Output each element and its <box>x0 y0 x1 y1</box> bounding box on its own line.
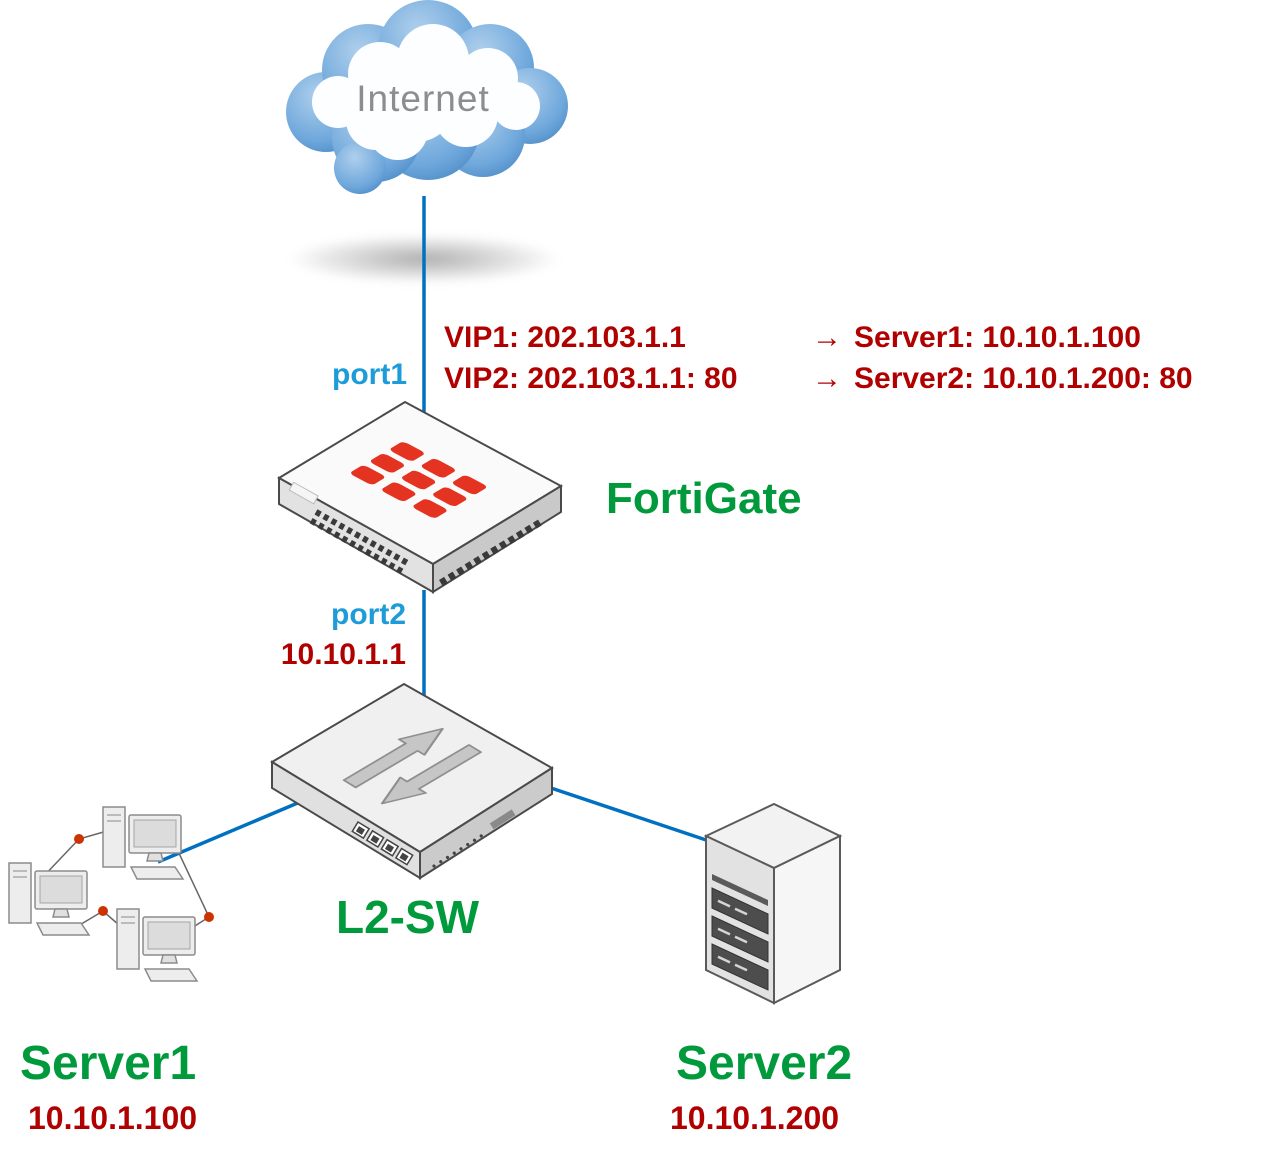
fortigate-label: FortiGate <box>606 474 802 523</box>
switch-leds <box>432 809 516 868</box>
server1-cluster <box>8 806 214 982</box>
workstation <box>116 908 199 982</box>
internet-label: Internet <box>356 78 490 119</box>
link-switch-server2 <box>544 784 725 848</box>
fortigate-ports <box>439 519 542 586</box>
vip2-target: → Server2: 10.10.1.200: 80 <box>812 359 1193 398</box>
cluster-link-nodes <box>74 834 214 922</box>
switch-label: L2-SW <box>336 891 480 943</box>
switch-side-face <box>419 766 553 880</box>
port2-label: port2 <box>331 598 406 631</box>
switch-top-face <box>270 682 554 854</box>
fortigate-device <box>277 400 564 594</box>
server2-ip: 10.10.1.200 <box>670 1100 840 1136</box>
vip-mapping: VIP1: 202.103.1.1 → Server1: 10.10.1.100… <box>444 318 1193 398</box>
switch-arrows-icon <box>342 727 483 805</box>
workstation <box>102 806 185 880</box>
tower-side-face <box>773 834 841 1005</box>
fortigate-side-face <box>432 484 562 594</box>
tower-drive-bays <box>711 874 769 991</box>
workstation <box>8 862 91 936</box>
server2-label: Server2 <box>676 1037 853 1090</box>
fortigate-vents <box>288 481 409 575</box>
vip2-target-text: Server2: 10.10.1.200: 80 <box>854 362 1193 395</box>
server1-label: Server1 <box>20 1037 197 1090</box>
l2-switch-device <box>270 682 554 880</box>
link-switch-server1 <box>157 800 301 864</box>
fortinet-logo-icon <box>351 442 487 518</box>
switch-ports <box>351 820 414 866</box>
vip1-target-text: Server1: 10.10.1.100 <box>854 321 1141 354</box>
port1-label: port1 <box>332 358 407 391</box>
server1-ip: 10.10.1.100 <box>28 1100 198 1136</box>
vip1-source: VIP1: 202.103.1.1 <box>444 321 686 354</box>
vip2-source: VIP2: 202.103.1.1: 80 <box>444 362 738 395</box>
cloud-highlight <box>312 24 540 160</box>
vip1-target: → Server1: 10.10.1.100 <box>812 318 1193 357</box>
port2-ip: 10.10.1.1 <box>280 638 406 671</box>
arrow-right-icon: → <box>812 362 842 395</box>
server2-tower <box>703 802 843 1005</box>
arrow-right-icon: → <box>812 321 842 354</box>
internet-cloud-icon <box>286 0 568 194</box>
